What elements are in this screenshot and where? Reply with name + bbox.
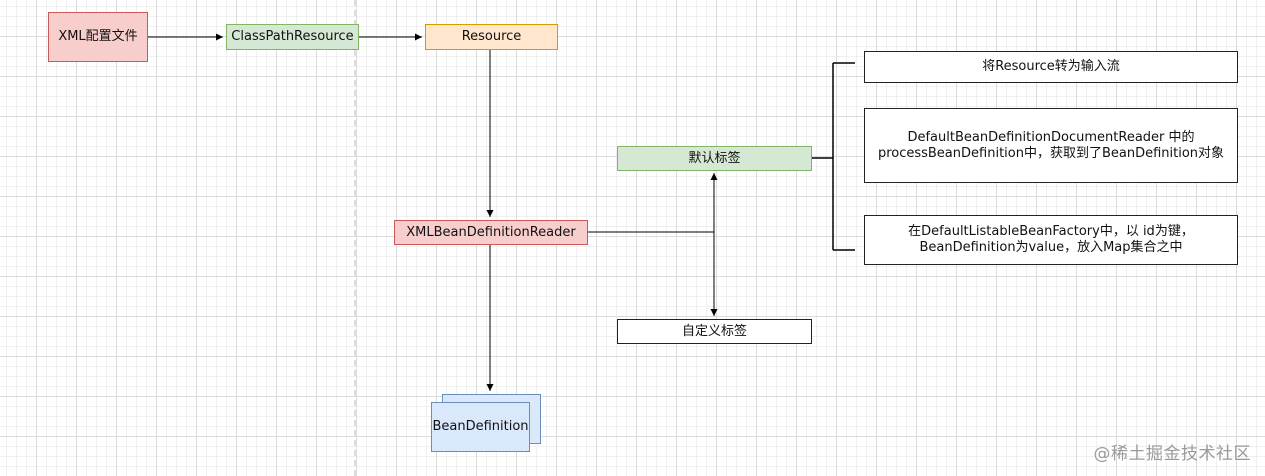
classpath-resource-label: ClassPathResource [231,29,354,44]
bean-definition-node[interactable]: BeanDefinition [431,402,530,452]
default-tag-label: 默认标签 [688,150,741,166]
step-process-bean-node[interactable]: DefaultBeanDefinitionDocumentReader 中的 p… [864,108,1238,183]
watermark: @稀土掘金技术社区 [1093,444,1251,464]
resource-label: Resource [461,29,522,44]
xml-config-label: XML配置文件 [58,29,138,44]
default-tag-node[interactable]: 默认标签 [617,146,812,171]
custom-tag-node[interactable]: 自定义标签 [617,319,812,344]
xml-reader-node[interactable]: XMLBeanDefinitionReader [394,220,588,245]
classpath-resource-node[interactable]: ClassPathResource [226,24,359,50]
step-register-map-label: 在DefaultListableBeanFactory中，以 id为键，Bean… [908,224,1194,255]
step-input-stream-node[interactable]: 将Resource转为输入流 [864,51,1238,83]
resource-node[interactable]: Resource [425,24,558,50]
custom-tag-label: 自定义标签 [681,323,747,339]
xml-config-node[interactable]: XML配置文件 [48,12,148,62]
step-process-bean-label: DefaultBeanDefinitionDocumentReader 中的 p… [877,129,1225,161]
step-input-stream-label: 将Resource转为输入流 [982,59,1120,74]
step-register-map-node[interactable]: 在DefaultListableBeanFactory中，以 id为键，Bean… [864,215,1238,265]
xml-reader-label: XMLBeanDefinitionReader [406,224,576,240]
bean-definition-label: BeanDefinition [432,419,529,434]
